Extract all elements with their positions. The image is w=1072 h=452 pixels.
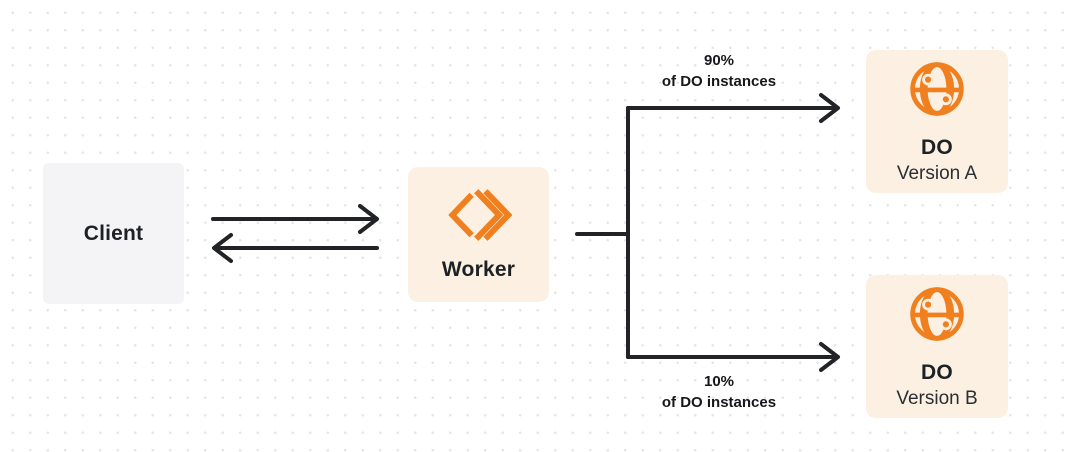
node-worker: Worker — [408, 167, 549, 302]
branch-connector — [575, 106, 630, 359]
node-do-version-b: DO Version B — [866, 275, 1008, 418]
arrow-branch-to-do-a — [626, 93, 840, 123]
node-do-version-a: DO Version A — [866, 50, 1008, 193]
edge-label-10-percent: 10% of DO instances — [609, 371, 829, 413]
do-b-sublabel: Version B — [896, 387, 978, 409]
workers-chevrons-icon — [446, 187, 512, 248]
arrow-client-to-worker — [211, 204, 379, 234]
edge-label-bottom-percent: 10% — [703, 373, 735, 390]
do-a-sublabel: Version A — [896, 162, 978, 184]
arrow-worker-to-client — [212, 233, 379, 263]
do-b-label: DO — [921, 360, 953, 384]
arrow-branch-to-do-b — [626, 342, 840, 372]
globe-icon — [907, 284, 967, 349]
worker-label: Worker — [441, 258, 516, 281]
edge-label-top-percent: 90% — [703, 52, 735, 69]
edge-label-top-caption: of DO instances — [661, 73, 777, 90]
client-label: Client — [83, 221, 144, 245]
edge-label-90-percent: 90% of DO instances — [609, 50, 829, 92]
edge-label-bottom-caption: of DO instances — [661, 394, 777, 411]
node-client: Client — [43, 163, 184, 304]
do-a-label: DO — [921, 135, 953, 159]
globe-icon — [907, 59, 967, 124]
